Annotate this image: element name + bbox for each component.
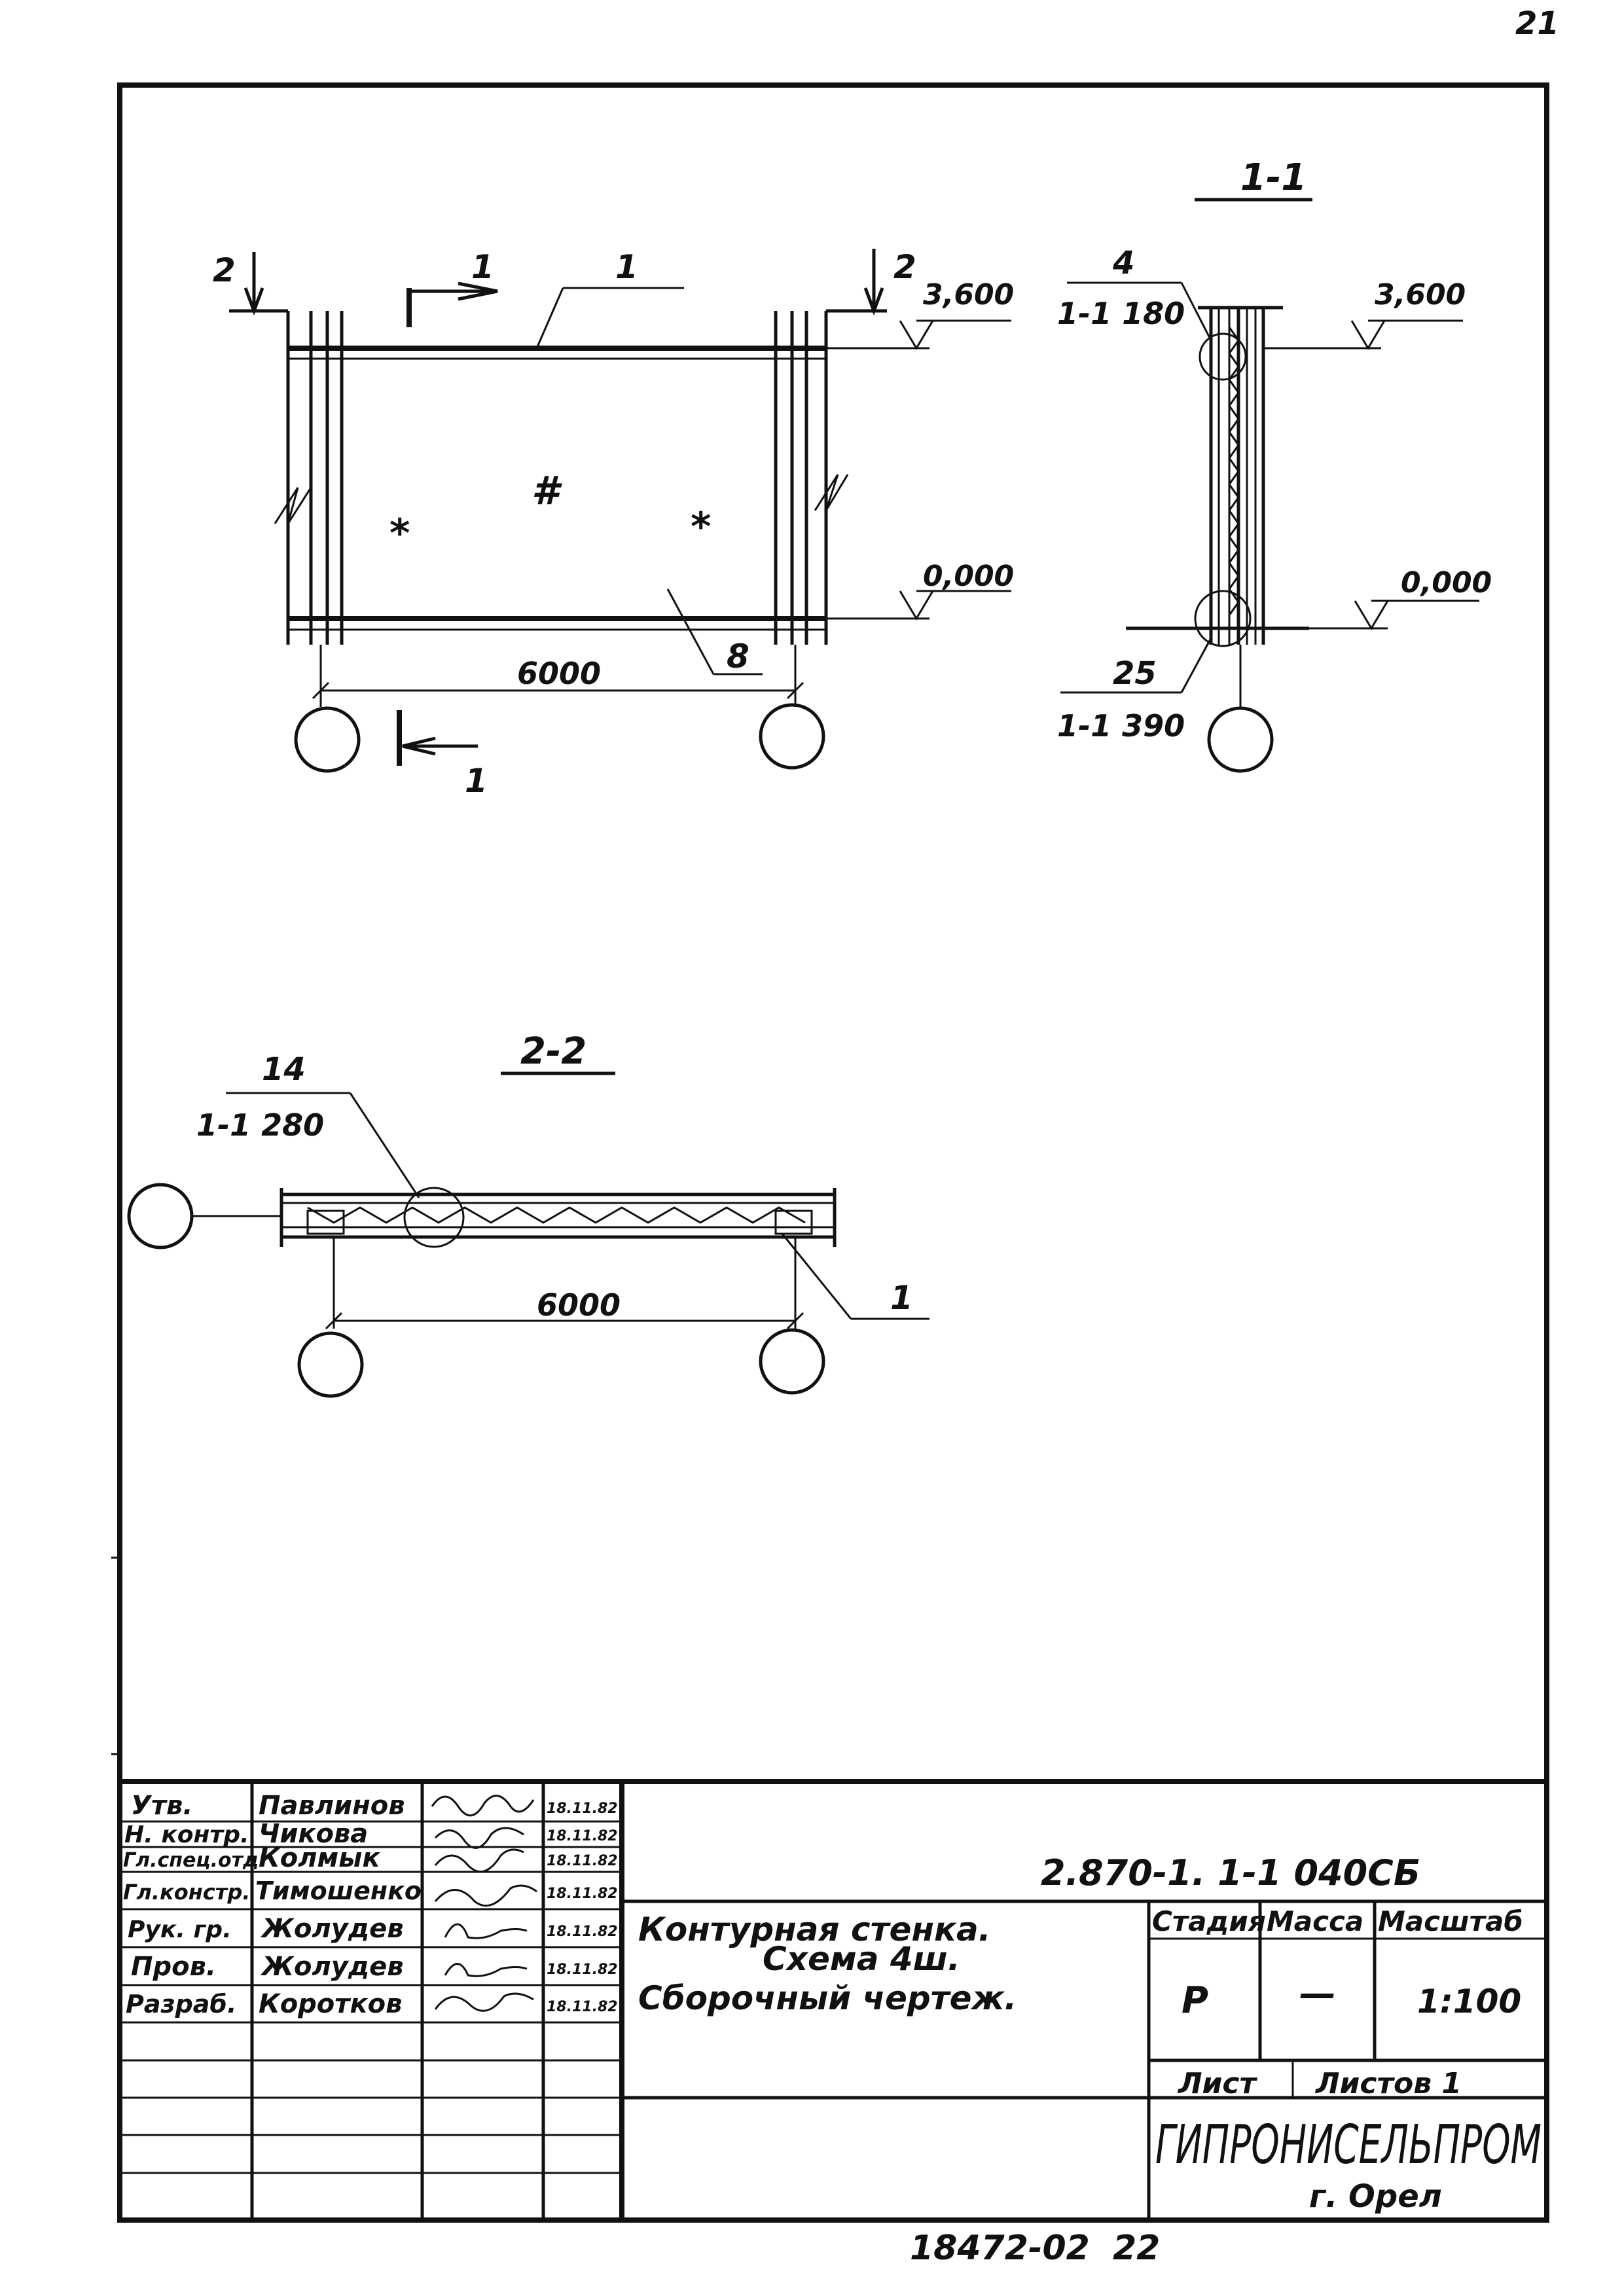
callout-1-label: 1: [615, 248, 638, 286]
level-bottom-section: 0,000: [1401, 566, 1492, 600]
section-1-1-view: 1-1 4 1-1 180 25 1-1 390 3,600: [1057, 156, 1492, 773]
date-chief-designer: 18.11.82: [547, 1886, 618, 1902]
sheet-number: 22: [1113, 2229, 1160, 2268]
title-block: Утв. Павлинов 18.11.82 Н. контр. Чикова …: [120, 1779, 1547, 2220]
role-chief-designer: Гл.констр.: [123, 1880, 250, 1905]
name-chief-specialist: Колмык: [259, 1843, 380, 1873]
date-group-lead: 18.11.82: [547, 1924, 618, 1940]
section-1-label-bottom: 1: [465, 762, 488, 800]
document-code: 2.870-1. 1-1 040СБ: [1041, 1852, 1420, 1893]
axis-bubble-right: [759, 703, 825, 770]
name-group-lead: Жолудев: [260, 1914, 404, 1944]
scale-value: 1:100: [1417, 1982, 1521, 2020]
date-developed: 18.11.82: [547, 1999, 618, 2015]
svg-text:*: *: [691, 504, 711, 550]
sheets-label: Листов 1: [1314, 2067, 1462, 2100]
date-chief-specialist: 18.11.82: [547, 1853, 618, 1869]
document-name-line1: Контурная стенка.: [638, 1910, 991, 1948]
inventory-number: 18472-02: [910, 2229, 1090, 2268]
main-elevation-view: * # * 2 2 1 1 1 8 3,600 0: [213, 248, 1014, 800]
svg-text:#: #: [532, 468, 562, 514]
name-norm-control: Чикова: [259, 1819, 368, 1849]
node-4-reference: 1-1 180: [1057, 296, 1185, 331]
axis-bubble-plan-side: [127, 1183, 194, 1249]
role-developed: Разраб.: [126, 1990, 236, 2018]
section-2-label-right: 2: [893, 248, 916, 286]
node-14-number: 14: [262, 1051, 306, 1088]
level-top-section: 3,600: [1375, 278, 1466, 312]
sheet-frame: [117, 82, 1549, 2223]
name-checked: Жолудев: [260, 1952, 404, 1982]
date-checked: 18.11.82: [547, 1962, 618, 1978]
signatures: [431, 1795, 537, 2012]
plan-callout-1-label: 1: [890, 1279, 913, 1317]
scale-label: Масштаб: [1378, 1905, 1523, 1937]
page-number: 21: [1515, 5, 1559, 42]
node-25-reference: 1-1 390: [1057, 708, 1185, 744]
document-name-line2: Схема 4ш.: [763, 1940, 960, 1978]
role-norm-control: Н. контр.: [124, 1821, 249, 1848]
organization-name: ГИПРОНИСЕЛЬПРОМ: [1155, 2114, 1542, 2176]
level-bottom-main: 0,000: [923, 560, 1014, 593]
sheet-label: Лист: [1177, 2067, 1257, 2100]
section-1-1-title: 1-1: [1240, 156, 1307, 199]
stage-label: Стадия: [1152, 1905, 1266, 1937]
date-norm-control: 18.11.82: [547, 1828, 618, 1844]
mass-value: —: [1299, 1973, 1336, 2015]
axis-bubble-plan-left: [297, 1331, 364, 1398]
role-approved: Утв.: [131, 1791, 193, 1821]
date-approved: 18.11.82: [547, 1801, 618, 1817]
axis-bubble-left: [294, 706, 361, 773]
axis-bubble-plan-right: [759, 1328, 825, 1395]
section-2-2-view: 2-2 14 1-1 280 1 6000: [127, 1030, 929, 1398]
role-group-lead: Рук. гр.: [128, 1916, 232, 1943]
axis-bubble-section: [1207, 706, 1274, 773]
document-name-line3: Сборочный чертеж.: [638, 1979, 1017, 2017]
mass-label: Масса: [1267, 1905, 1363, 1937]
section-2-2-title: 2-2: [520, 1030, 586, 1073]
node-25-number: 25: [1113, 655, 1157, 692]
level-top-main: 3,600: [923, 278, 1014, 312]
role-chief-specialist: Гл.спец.отд.: [123, 1849, 266, 1872]
name-chief-designer: Тимошенко: [255, 1876, 422, 1905]
name-approved: Павлинов: [259, 1791, 405, 1821]
span-dimension-plan: 6000: [537, 1287, 621, 1323]
node-14-reference: 1-1 280: [196, 1107, 324, 1143]
span-dimension-main: 6000: [517, 656, 601, 691]
role-checked: Пров.: [131, 1952, 216, 1982]
section-2-label-left: 2: [213, 251, 236, 289]
organization-city: г. Орел: [1309, 2178, 1442, 2215]
svg-text:*: *: [389, 511, 410, 556]
name-developed: Коротков: [259, 1989, 402, 2019]
section-1-label-top: 1: [471, 248, 494, 286]
callout-8-label: 8: [727, 637, 749, 675]
stage-value: Р: [1182, 1979, 1208, 2022]
node-4-number: 4: [1112, 245, 1134, 281]
